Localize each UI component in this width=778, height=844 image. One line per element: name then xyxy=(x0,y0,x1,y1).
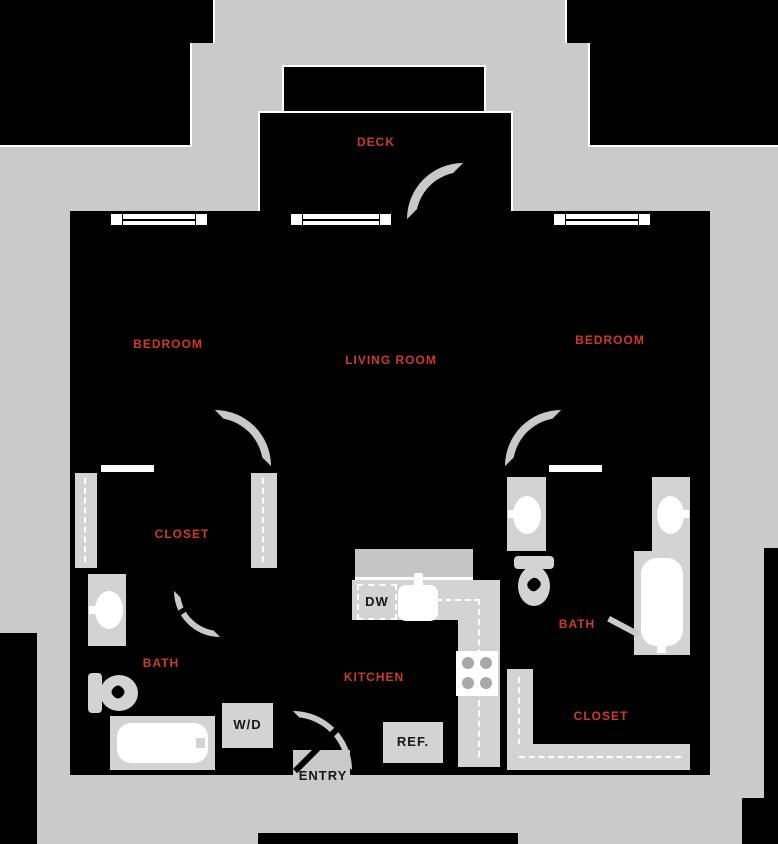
sink-faucet xyxy=(679,510,689,518)
stove-burner xyxy=(480,657,492,669)
tub-basin xyxy=(641,558,683,646)
building-mass-top-left-lower xyxy=(0,43,192,147)
window-mullion xyxy=(565,214,566,225)
building-mass-top-right-lower xyxy=(588,43,778,147)
toilet-tank xyxy=(88,673,102,713)
kitchen-label: KITCHEN xyxy=(343,670,405,684)
closet-left-label: CLOSET xyxy=(154,527,210,541)
bath-right-vanity-east xyxy=(652,477,690,551)
sink-faucet xyxy=(89,606,99,614)
building-mass-top-right-upper xyxy=(565,0,778,43)
window-mullion xyxy=(122,214,123,225)
building-mass-bottom-center xyxy=(258,833,518,844)
bedroom-left-opening xyxy=(100,464,155,473)
kitchen-sink-faucet xyxy=(414,573,423,589)
refrigerator-box: REF. xyxy=(383,722,443,763)
tub-basin xyxy=(117,723,208,763)
stove-cooktop xyxy=(456,651,498,696)
window-mullion xyxy=(195,214,196,225)
sink-basin xyxy=(95,591,123,629)
washer-dryer-label: W/D xyxy=(233,717,262,732)
stove-burner xyxy=(462,677,474,689)
closet-left-shelf-west xyxy=(75,473,97,568)
bath-right-tub xyxy=(634,551,690,655)
window-mullion xyxy=(379,214,380,225)
closet-left-shelf-east xyxy=(251,473,277,568)
bath-left-toilet xyxy=(88,671,140,715)
bath-right-toilet xyxy=(514,556,554,608)
deck-upper-step xyxy=(282,65,486,115)
building-mass-bottom-right xyxy=(742,798,778,844)
dishwasher-box: DW xyxy=(357,584,397,620)
deck-sliding-door xyxy=(290,213,392,226)
dishwasher-label: DW xyxy=(365,594,389,609)
bedroom-right-label: BEDROOM xyxy=(575,333,645,347)
bath-left-vanity xyxy=(88,574,126,646)
bath-left-label: BATH xyxy=(142,656,180,670)
living-room-label: LIVING ROOM xyxy=(345,353,437,367)
unit-body xyxy=(70,211,710,775)
window-glass-line xyxy=(303,219,379,221)
building-mass-top-left-upper xyxy=(0,0,215,43)
toilet-tank xyxy=(514,556,554,569)
building-mass-right-edge xyxy=(764,548,778,844)
bedroom-right-opening xyxy=(548,464,603,473)
closet-right-label: CLOSET xyxy=(573,709,629,723)
closet-rod-line xyxy=(262,478,264,562)
refrigerator-label: REF. xyxy=(396,734,430,749)
bedroom-left-label: BEDROOM xyxy=(133,337,203,351)
tub-faucet xyxy=(196,738,205,748)
closet-rod-line xyxy=(519,756,681,758)
window-glass-line xyxy=(566,219,638,221)
window-glass-line xyxy=(123,219,195,221)
sink-faucet xyxy=(508,510,518,518)
stove-burner xyxy=(462,657,474,669)
entry-label: ENTRY xyxy=(298,768,348,783)
window-mullion xyxy=(302,214,303,225)
counter-dash-horizontal xyxy=(436,599,480,601)
bath-right-label: BATH xyxy=(558,617,596,631)
deck-label: DECK xyxy=(356,135,395,149)
deck-lower-step xyxy=(258,111,513,216)
tub-faucet xyxy=(657,639,666,653)
building-mass-left-edge xyxy=(0,633,37,844)
bedroom-right-window xyxy=(553,213,651,226)
washer-dryer-box: W/D xyxy=(222,703,273,748)
window-mullion xyxy=(638,214,639,225)
bedroom-left-window xyxy=(110,213,208,226)
kitchen-sink xyxy=(398,585,438,621)
closet-rod-line xyxy=(518,677,520,755)
stove-burner xyxy=(480,677,492,689)
closet-right-shelf-horizontal xyxy=(507,744,690,770)
closet-rod-line xyxy=(84,478,86,562)
bath-left-tub xyxy=(110,716,215,770)
bath-right-vanity-west xyxy=(507,477,546,551)
